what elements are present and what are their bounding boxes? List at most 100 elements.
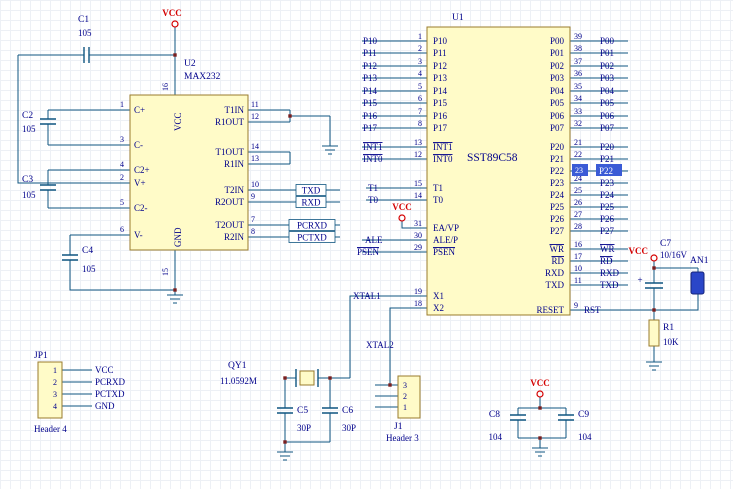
capacitor-c2[interactable]: C2 105	[22, 111, 56, 134]
net-label[interactable]: RD	[600, 256, 613, 266]
junction-dot	[283, 440, 287, 444]
net-label[interactable]: P07	[600, 123, 615, 133]
net-label[interactable]: INT1	[363, 142, 383, 152]
an1-ref: AN1	[690, 256, 709, 266]
net-label[interactable]: PCTXD	[95, 389, 125, 399]
ground-symbol[interactable]	[166, 294, 184, 304]
pin-label: T1	[433, 183, 443, 193]
header-jp1[interactable]: JP1 1 2 3 4 Header 4	[34, 351, 67, 434]
capacitor-c3[interactable]: C3 105	[22, 175, 56, 200]
net-label[interactable]: P15	[363, 98, 378, 108]
c5-value: 30P	[297, 423, 311, 433]
u2-chip[interactable]: U2 MAX232 1 3 4 2 5 6 C+ C- C2+ V+ C2- V…	[120, 59, 259, 276]
net-label[interactable]: T1	[368, 183, 378, 193]
net-label[interactable]: P05	[600, 98, 615, 108]
pin-number: 9	[574, 301, 578, 310]
net-label[interactable]: P04	[600, 86, 615, 96]
crystal-qy1[interactable]: QY1 11.0592M	[220, 361, 319, 387]
pin-number: 7	[251, 215, 255, 224]
ground-symbol[interactable]	[321, 145, 339, 155]
ground-symbol[interactable]	[276, 451, 294, 461]
net-label[interactable]: VCC	[95, 365, 114, 375]
u2-name: MAX232	[184, 72, 221, 82]
vcc-symbol-eavp[interactable]: VCC	[392, 202, 412, 222]
junction-dot	[288, 114, 292, 118]
pin-label: P12	[433, 61, 447, 71]
capacitor-c6[interactable]: C6 30P	[322, 406, 356, 433]
net-label[interactable]: RXD	[600, 268, 620, 278]
net-label[interactable]: RST	[584, 305, 601, 315]
net-label[interactable]: P25	[600, 202, 615, 212]
c4-ref: C4	[82, 246, 93, 256]
net-label[interactable]: PCRXD	[95, 377, 126, 387]
resistor-r1[interactable]: R1 10K	[648, 319, 679, 347]
pin-label: EA/VP	[433, 223, 459, 233]
net-label[interactable]: P16	[363, 111, 378, 121]
net-label[interactable]: TXD	[600, 280, 619, 290]
pin-number: 2	[403, 392, 407, 401]
net-label[interactable]: XTAL1	[353, 291, 381, 301]
capacitor-c8[interactable]: C8 104	[489, 410, 527, 442]
capacitor-c4[interactable]: C4 105	[62, 246, 96, 274]
net-label[interactable]: P06	[600, 111, 615, 121]
net-label[interactable]: P11	[363, 48, 377, 58]
vcc-symbol-reset[interactable]: VCC	[629, 246, 658, 262]
junction-dot	[173, 53, 177, 57]
svg-text:PCRXD: PCRXD	[297, 221, 328, 231]
jp1-ref: JP1	[34, 351, 48, 361]
net-label-pcrxd[interactable]: PCRXD	[288, 219, 336, 231]
net-label[interactable]: P21	[600, 154, 614, 164]
capacitor-c5[interactable]: C5 30P	[277, 406, 311, 433]
net-label-pctxd[interactable]: PCTXD	[288, 231, 336, 243]
pin-number: 25	[574, 186, 582, 195]
net-label[interactable]: XTAL2	[366, 340, 394, 350]
pin-label: RD	[551, 256, 564, 266]
net-label[interactable]: P23	[600, 178, 615, 188]
pin-number: 8	[251, 227, 255, 236]
pin-number: 3	[418, 57, 422, 66]
net-label[interactable]: P27	[600, 226, 615, 236]
c1-value: 105	[78, 28, 92, 38]
net-label[interactable]: P12	[363, 61, 377, 71]
net-label[interactable]: INT0	[363, 154, 383, 164]
net-label[interactable]: P24	[600, 190, 615, 200]
ground-symbol[interactable]	[645, 361, 663, 371]
pin-label: T0	[433, 195, 443, 205]
jp1-type: Header 4	[34, 424, 67, 434]
net-label[interactable]: P00	[600, 36, 615, 46]
capacitor-c7[interactable]: + C7 10/16V	[637, 239, 688, 289]
c5-ref: C5	[297, 406, 308, 416]
net-label[interactable]: P02	[600, 61, 614, 71]
net-label[interactable]: P10	[363, 36, 378, 46]
pin-number: 10	[574, 264, 582, 273]
qy1-value: 11.0592M	[220, 376, 257, 386]
selected-net-p22[interactable]: 23 P22	[572, 164, 622, 176]
net-label[interactable]: PSEN	[357, 247, 380, 257]
net-label[interactable]: T0	[368, 195, 378, 205]
header-j1[interactable]: 3 2 1 J1 Header 3	[386, 375, 421, 443]
net-label[interactable]: P14	[363, 86, 378, 96]
net-label[interactable]: P17	[363, 123, 378, 133]
net-label[interactable]: P26	[600, 214, 615, 224]
net-label[interactable]: WR	[600, 244, 615, 254]
vcc-symbol-decoupling[interactable]: VCC	[530, 378, 550, 398]
u1-chip[interactable]: U1 SST89C58 1 2 3 4 5 6 7 8 13 12 15 14 …	[414, 13, 582, 316]
capacitor-c1[interactable]: C1 105	[78, 15, 92, 63]
vcc-symbol-top[interactable]: VCC	[162, 8, 182, 28]
net-label[interactable]: P20	[600, 142, 615, 152]
net-label[interactable]: ALE	[365, 235, 383, 245]
button-an1[interactable]: AN1	[690, 256, 709, 295]
pin-number: 12	[414, 150, 422, 159]
pin-number: 11	[574, 276, 582, 285]
net-label[interactable]: P01	[600, 48, 614, 58]
pin-label: P05	[550, 98, 565, 108]
net-label-rxd[interactable]: RXD	[295, 196, 327, 208]
net-label-txd[interactable]: TXD	[295, 184, 327, 196]
pin-number: 18	[414, 299, 422, 308]
ground-symbol[interactable]	[531, 447, 549, 457]
net-label[interactable]: GND	[95, 401, 115, 411]
net-label[interactable]: P13	[363, 73, 378, 83]
net-label[interactable]: P03	[600, 73, 615, 83]
pin-label: WR	[550, 244, 565, 254]
capacitor-c9[interactable]: C9 104	[558, 410, 592, 442]
